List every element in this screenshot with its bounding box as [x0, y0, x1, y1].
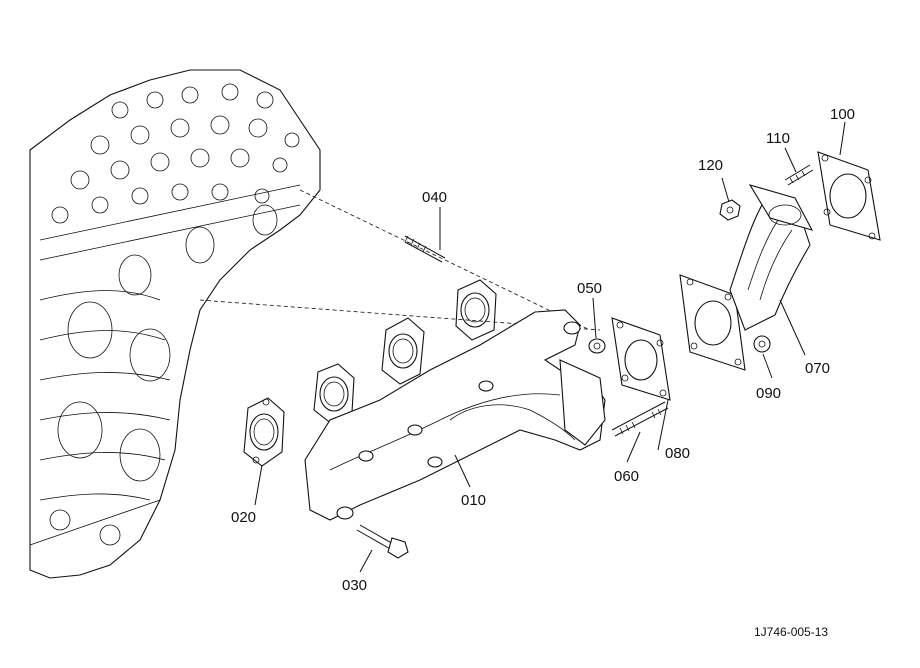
callout-050: 050 — [577, 280, 602, 297]
bolt-030 — [356, 524, 409, 559]
callout-010: 010 — [461, 492, 486, 509]
callout-090: 090 — [756, 385, 781, 402]
gasket-080 — [611, 317, 671, 401]
callout-040: 040 — [422, 189, 447, 206]
gasket-020-front — [243, 397, 285, 467]
engine-cylinder-head — [29, 69, 321, 579]
gasket-020-rear — [381, 317, 425, 385]
stud-060 — [611, 401, 669, 437]
gasket-020-middle — [313, 363, 355, 425]
stud-110 — [784, 164, 814, 186]
gasket-axis-line — [199, 299, 601, 331]
gasket-100 — [817, 151, 881, 241]
figure-code: 1J746-005-13 — [754, 625, 828, 639]
stud-040 — [404, 235, 446, 263]
stud-040-axis — [299, 189, 591, 331]
callout-070: 070 — [805, 360, 830, 377]
exhaust-elbow-070 — [679, 184, 814, 371]
callout-020: 020 — [231, 509, 256, 526]
callout-120: 120 — [698, 157, 723, 174]
nut-120 — [719, 199, 741, 221]
callout-060: 060 — [614, 468, 639, 485]
callout-030: 030 — [342, 577, 367, 594]
callout-080: 080 — [665, 445, 690, 462]
callout-100: 100 — [830, 106, 855, 123]
nut-090 — [753, 335, 771, 353]
callout-110: 110 — [766, 130, 790, 147]
nut-050 — [588, 338, 606, 354]
leader-lines — [254, 121, 846, 573]
exhaust-manifold-010 — [304, 309, 606, 521]
gasket-020-end — [455, 279, 497, 341]
